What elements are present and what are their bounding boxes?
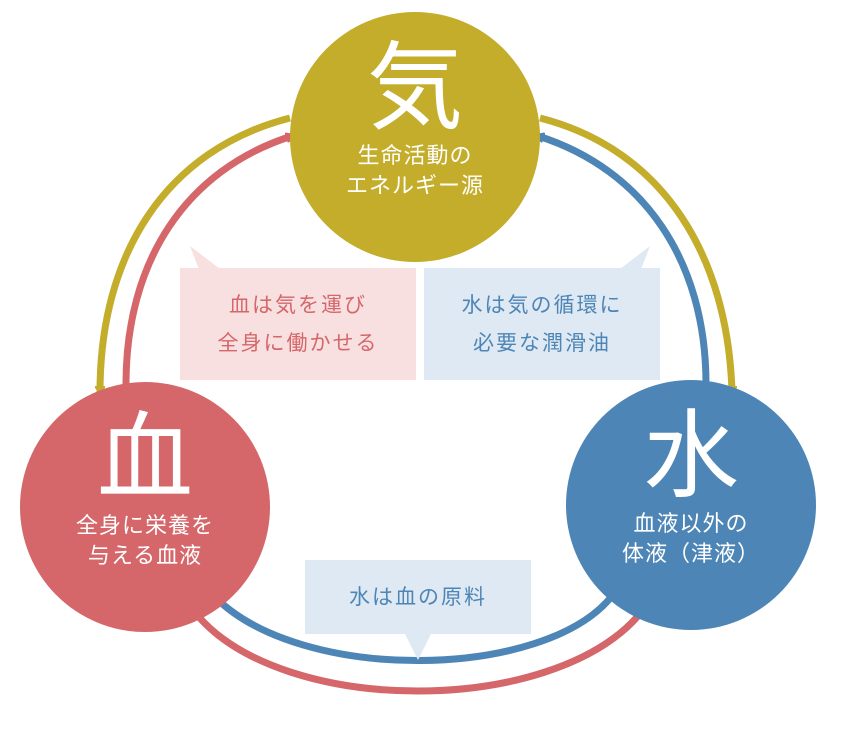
node-ketsu-line2: 与える血液: [87, 544, 203, 569]
bubble-water-lubricant: 水は気の循環に 必要な潤滑油: [424, 268, 660, 380]
arrow-ki-to-ketsu: [100, 114, 291, 392]
node-sui-line2: 体液（津液）: [621, 542, 760, 567]
arrow-sui-to-ki: [538, 136, 710, 385]
node-sui-label: 血液以外の 体液（津液）: [622, 510, 760, 570]
node-sui-line1: 血液以外の: [633, 512, 749, 537]
node-ki-line1: 生命活動の: [357, 144, 473, 169]
bubble-blood-line1: 血は気を運び: [229, 293, 367, 317]
arrow-ki-to-sui: [539, 114, 732, 392]
node-ketsu-line1: 全身に栄養を: [75, 514, 214, 539]
bubble-water-line1: 水は気の循環に: [461, 293, 623, 317]
bubble-blood-carries-ki: 血は気を運び 全身に働かせる: [180, 268, 416, 380]
arrow-sui-to-ketsu: [211, 593, 615, 664]
node-sui: 水 血液以外の 体液（津液）: [566, 380, 816, 630]
arrow-ketsu-to-sui: [195, 613, 641, 695]
bubble-blood-line2: 全身に働かせる: [217, 331, 379, 355]
node-sui-kanji: 水: [643, 400, 739, 512]
bubble-source-text: 水は血の原料: [349, 585, 487, 609]
bubble-source-tail: [404, 632, 432, 660]
node-ki-kanji: 気: [367, 32, 463, 144]
arrow-ketsu-to-ki: [122, 136, 292, 385]
node-ketsu-kanji: 血: [97, 402, 193, 514]
bubble-water-source-of-blood: 水は血の原料: [305, 560, 531, 634]
bubble-water-line2: 必要な潤滑油: [473, 331, 611, 355]
node-ki: 気 生命活動の エネルギー源: [290, 12, 540, 262]
node-ketsu-label: 全身に栄養を 与える血液: [76, 512, 214, 572]
node-ki-label: 生命活動の エネルギー源: [346, 142, 484, 202]
bubble-water-tail: [616, 246, 650, 272]
bubble-blood-tail: [190, 246, 224, 272]
node-ki-line2: エネルギー源: [345, 174, 484, 199]
node-ketsu: 血 全身に栄養を 与える血液: [20, 382, 270, 632]
